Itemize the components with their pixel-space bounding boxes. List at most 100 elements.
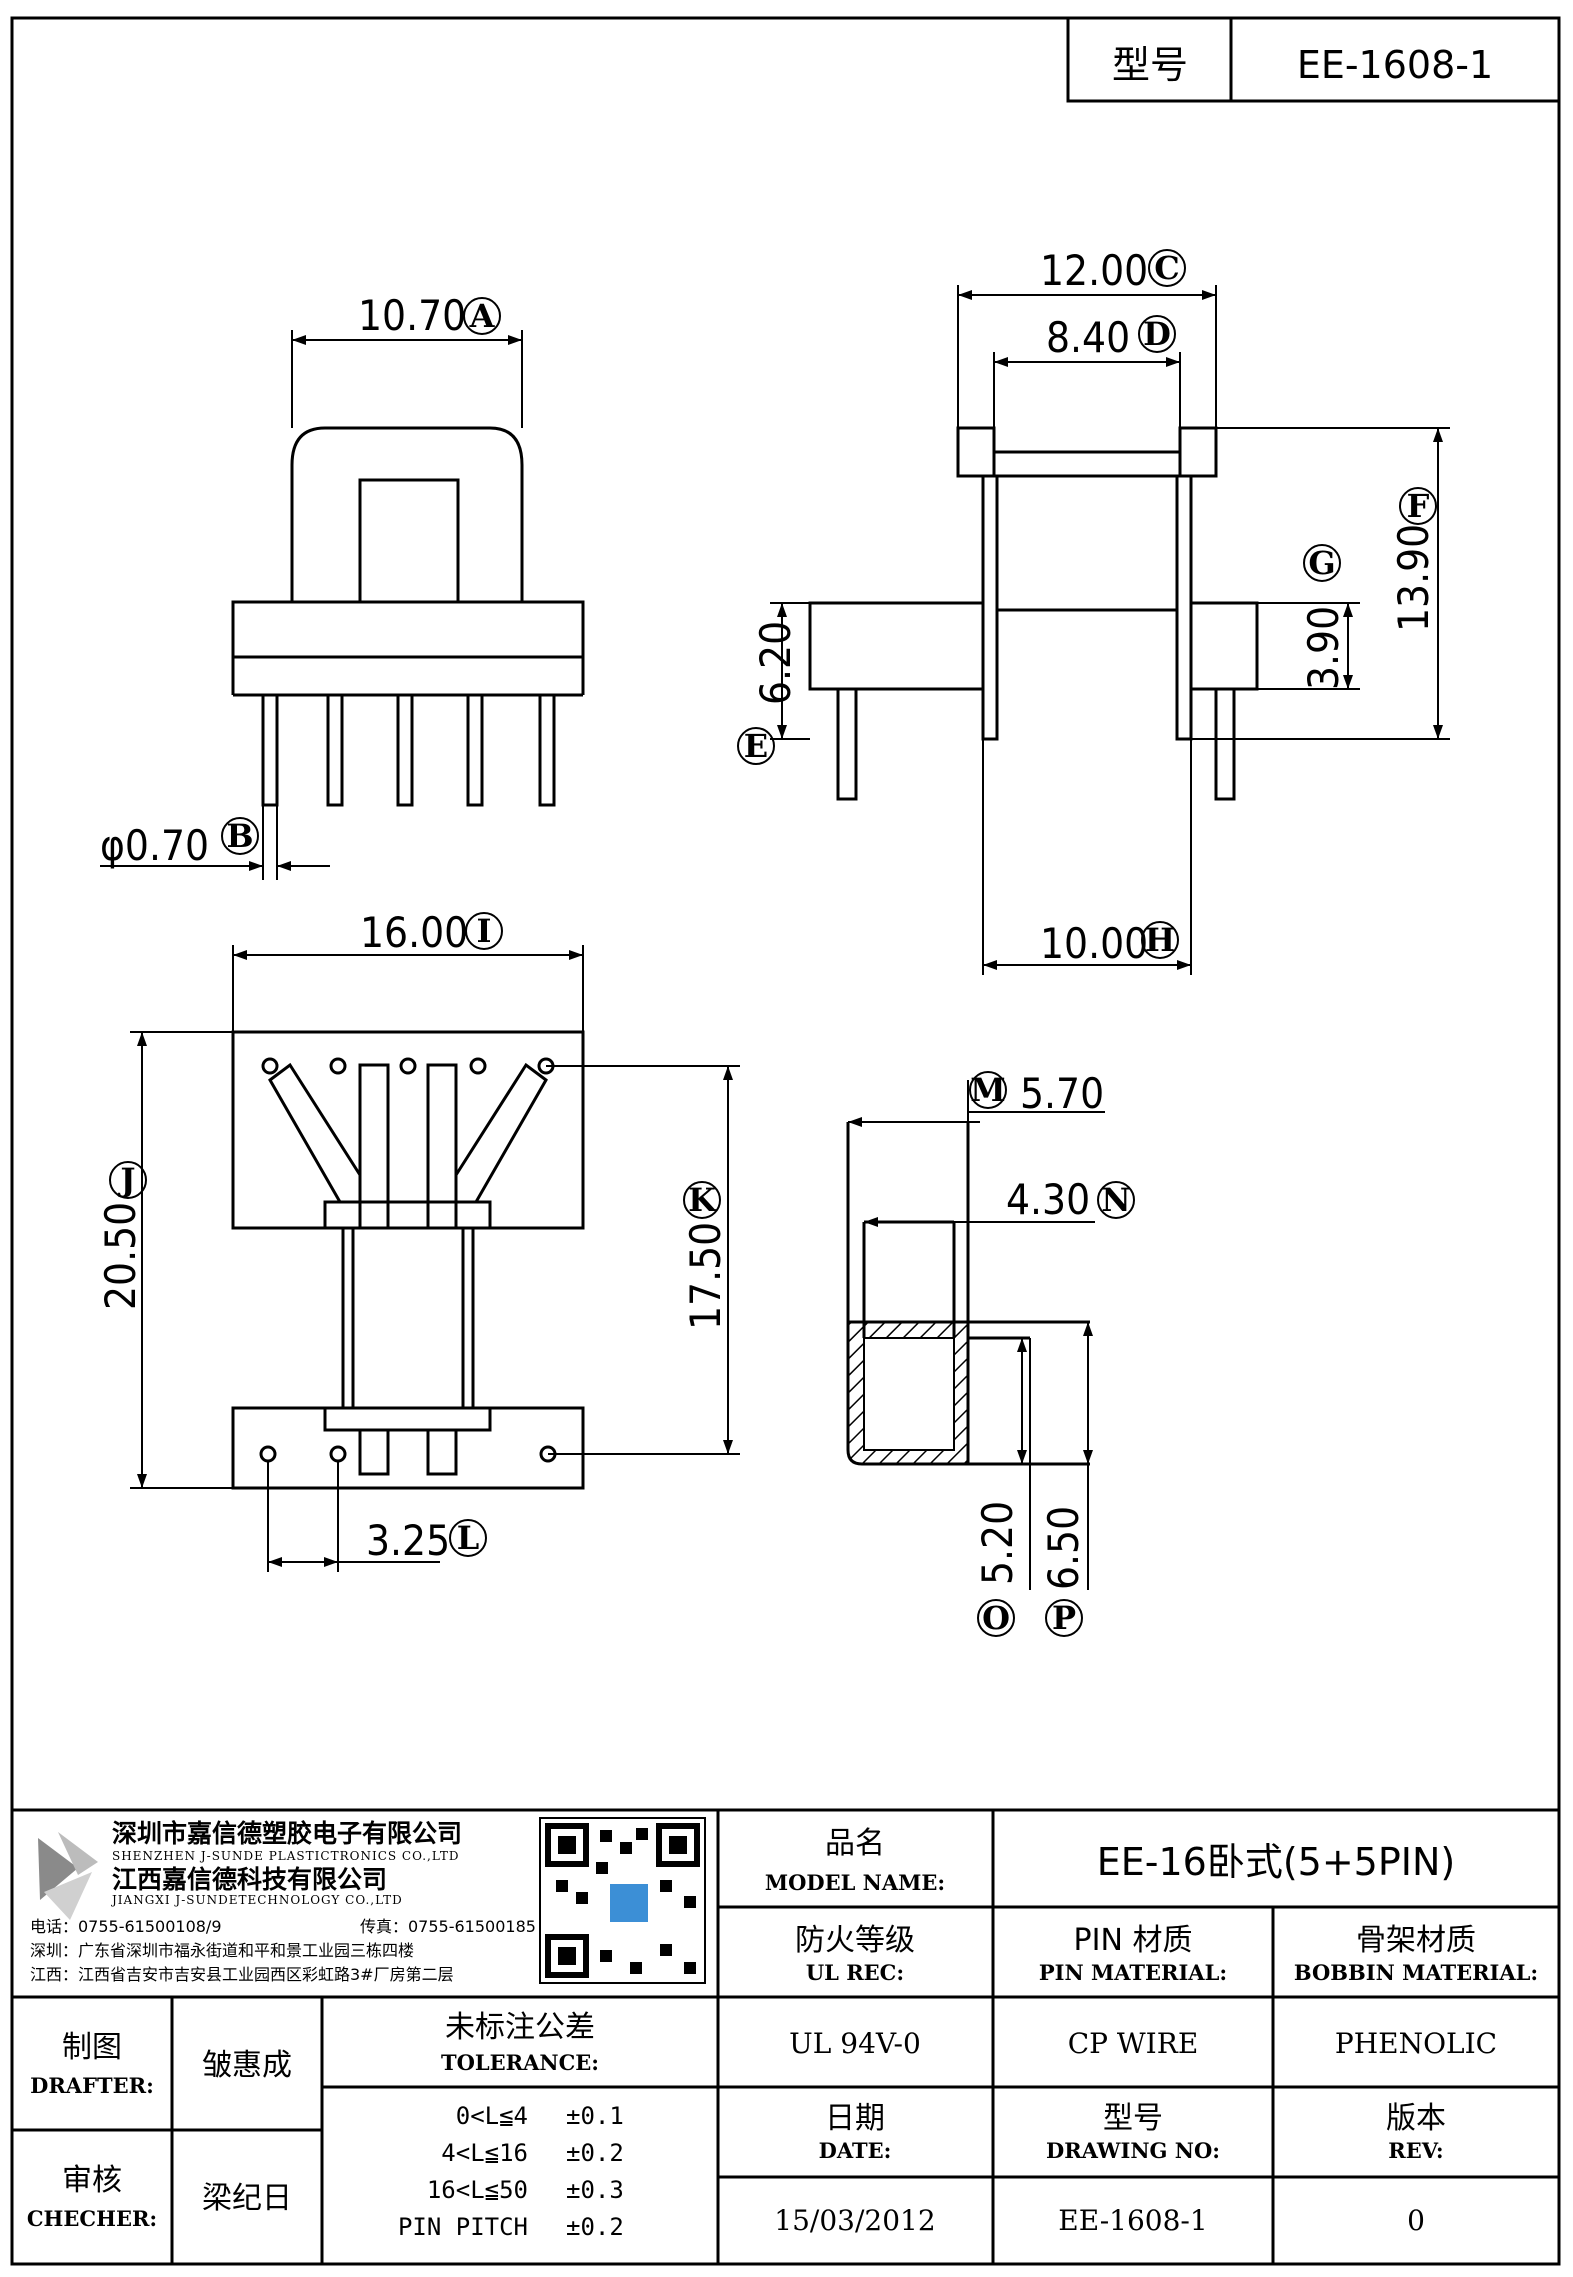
tolerance-label-en: TOLERANCE: xyxy=(441,2050,599,2075)
dim-H: 10.00 H xyxy=(982,739,1192,975)
dim-C: 12.00 C xyxy=(957,246,1217,428)
dim-K: 17.50 K xyxy=(546,1065,740,1455)
title-block xyxy=(10,1808,1561,2266)
checker-label-zh: 审核 xyxy=(62,2163,122,2198)
rev-label-en: REV: xyxy=(1388,2138,1443,2163)
company-address-shenzhen: 深圳：广东省深圳市福永街道和平和景工业园三栋四楼 xyxy=(30,1941,414,1960)
front-view xyxy=(231,426,585,807)
ul-value: UL 94V-0 xyxy=(789,2027,921,2060)
tolerance-range: 16<L≦50 xyxy=(427,2176,528,2204)
dim-F: 13.90 F xyxy=(1191,427,1450,740)
dim-O-value: 5.20 xyxy=(973,1501,1022,1585)
dim-J-tag: J xyxy=(117,1161,135,1199)
checker-name: 梁纪日 xyxy=(202,2181,292,2216)
model-name-label-en: MODEL NAME: xyxy=(765,1870,945,1895)
dim-L: 3.25 L xyxy=(267,1462,487,1572)
dim-E-tag: E xyxy=(744,727,768,765)
tolerance-value: ±0.1 xyxy=(566,2102,624,2130)
dim-A-tag: A xyxy=(469,297,496,335)
tolerance-range: 4<L≦16 xyxy=(441,2139,528,2167)
dim-A: 10.70 A xyxy=(291,291,523,428)
dim-F-value: 13.90 xyxy=(1389,524,1438,632)
model-name-value: EE-16卧式(5+5PIN) xyxy=(1097,1840,1455,1884)
dim-M-tag: M xyxy=(970,1071,1005,1109)
tolerance-table: 0<L≦4 ±0.1 4<L≦16 ±0.2 16<L≦50 ±0.3 PIN … xyxy=(398,2102,624,2241)
tolerance-value: ±0.2 xyxy=(566,2213,624,2241)
dim-L-value: 3.25 xyxy=(366,1516,450,1565)
drawing-no-value: EE-1608-1 xyxy=(1058,2204,1207,2237)
dim-K-tag: K xyxy=(688,1181,717,1219)
date-value: 15/03/2012 xyxy=(774,2204,935,2237)
dim-P-tag: P xyxy=(1052,1599,1076,1637)
tolerance-range: PIN PITCH xyxy=(398,2213,528,2241)
dim-D-tag: D xyxy=(1143,315,1171,353)
drafter-name: 皱惠成 xyxy=(202,2048,292,2083)
drawing-border xyxy=(10,16,1561,2266)
dim-N: 4.30 N xyxy=(864,1175,1135,1227)
header-box: 型号 EE-1608-1 xyxy=(1066,16,1561,103)
date-label-zh: 日期 xyxy=(825,2101,885,2136)
rev-value: 0 xyxy=(1407,2204,1425,2237)
dim-I: 16.00 I xyxy=(232,908,584,1032)
dim-C-tag: C xyxy=(1154,249,1179,287)
dim-D-value: 8.40 xyxy=(1046,313,1130,362)
drafter-label-en: DRAFTER: xyxy=(30,2073,154,2098)
dim-O-tag: O xyxy=(982,1599,1010,1637)
dim-H-value: 10.00 xyxy=(1040,919,1148,968)
dim-O: 5.20 O xyxy=(973,1338,1027,1637)
ul-label-zh: 防火等级 xyxy=(795,1923,915,1958)
dim-B: φ0.70 B xyxy=(100,805,330,880)
company-phone: 电话：0755-61500108/9 xyxy=(30,1917,222,1936)
dim-B-tag: B xyxy=(226,817,253,855)
dim-F-tag: F xyxy=(1407,487,1430,525)
drafter-label-zh: 制图 xyxy=(62,2030,122,2065)
dim-L-tag: L xyxy=(457,1519,480,1557)
dim-P: 6.50 P xyxy=(1039,1322,1093,1637)
dim-E: 6.20 E xyxy=(737,602,810,765)
company-name-jiangxi-en: JIANGXI J-SUNDETECHNOLOGY CO.,LTD xyxy=(110,1893,403,1907)
bobbin-material-label-zh: 骨架材质 xyxy=(1356,1923,1476,1958)
date-label-en: DATE: xyxy=(819,2138,892,2163)
dim-G: 3.90 G xyxy=(1257,544,1360,690)
tolerance-label-zh: 未标注公差 xyxy=(445,2010,595,2045)
dim-G-value: 3.90 xyxy=(1299,606,1348,690)
checker-label-en: CHECHER: xyxy=(27,2206,157,2231)
tolerance-range: 0<L≦4 xyxy=(456,2102,528,2130)
dim-M-value: 5.70 xyxy=(1020,1069,1104,1118)
company-name-shenzhen: 深圳市嘉信德塑胶电子有限公司 xyxy=(112,1819,462,1848)
bobbin-material-value: PHENOLIC xyxy=(1335,2027,1497,2060)
dim-K-value: 17.50 xyxy=(681,1222,730,1330)
dim-J-value: 20.50 xyxy=(96,1202,145,1310)
rev-label-zh: 版本 xyxy=(1386,2101,1446,2136)
qr-code xyxy=(539,1817,706,1984)
dim-B-value: φ0.70 xyxy=(100,821,209,870)
pin-material-label-zh: PIN 材质 xyxy=(1074,1923,1193,1958)
dim-G-tag: G xyxy=(1308,544,1335,582)
dim-E-value: 6.20 xyxy=(751,621,800,705)
company-name-shenzhen-en: SHENZHEN J-SUNDE PLASTICTRONICS CO.,LTD xyxy=(112,1849,459,1863)
dim-C-value: 12.00 xyxy=(1040,246,1148,295)
pin-material-value: CP WIRE xyxy=(1068,2027,1199,2060)
tolerance-value: ±0.2 xyxy=(566,2139,624,2167)
tolerance-value: ±0.3 xyxy=(566,2176,624,2204)
dim-J: 20.50 J xyxy=(96,1031,233,1489)
dim-N-value: 4.30 xyxy=(1006,1175,1090,1224)
dim-A-value: 10.70 xyxy=(358,291,466,340)
company-logo xyxy=(38,1832,98,1920)
section-view xyxy=(846,1122,1090,1590)
header-model-value: EE-1608-1 xyxy=(1297,43,1493,87)
bobbin-material-label-en: BOBBIN MATERIAL: xyxy=(1294,1960,1538,1985)
drawing-no-label-en: DRAWING NO: xyxy=(1046,2138,1220,2163)
dim-D: 8.40 D xyxy=(993,313,1181,428)
dim-M: M 5.70 xyxy=(848,1069,1105,1127)
company-name-jiangxi: 江西嘉信德科技有限公司 xyxy=(112,1865,387,1894)
dim-P-value: 6.50 xyxy=(1039,1506,1088,1590)
dim-I-tag: I xyxy=(477,912,492,950)
dim-N-tag: N xyxy=(1101,1181,1130,1219)
dim-H-tag: H xyxy=(1145,921,1175,959)
company-block: 深圳市嘉信德塑胶电子有限公司 SHENZHEN J-SUNDE PLASTICT… xyxy=(30,1817,706,1984)
side-view xyxy=(808,426,1259,801)
bottom-view xyxy=(231,1030,585,1490)
pin-material-label-en: PIN MATERIAL: xyxy=(1039,1960,1227,1985)
